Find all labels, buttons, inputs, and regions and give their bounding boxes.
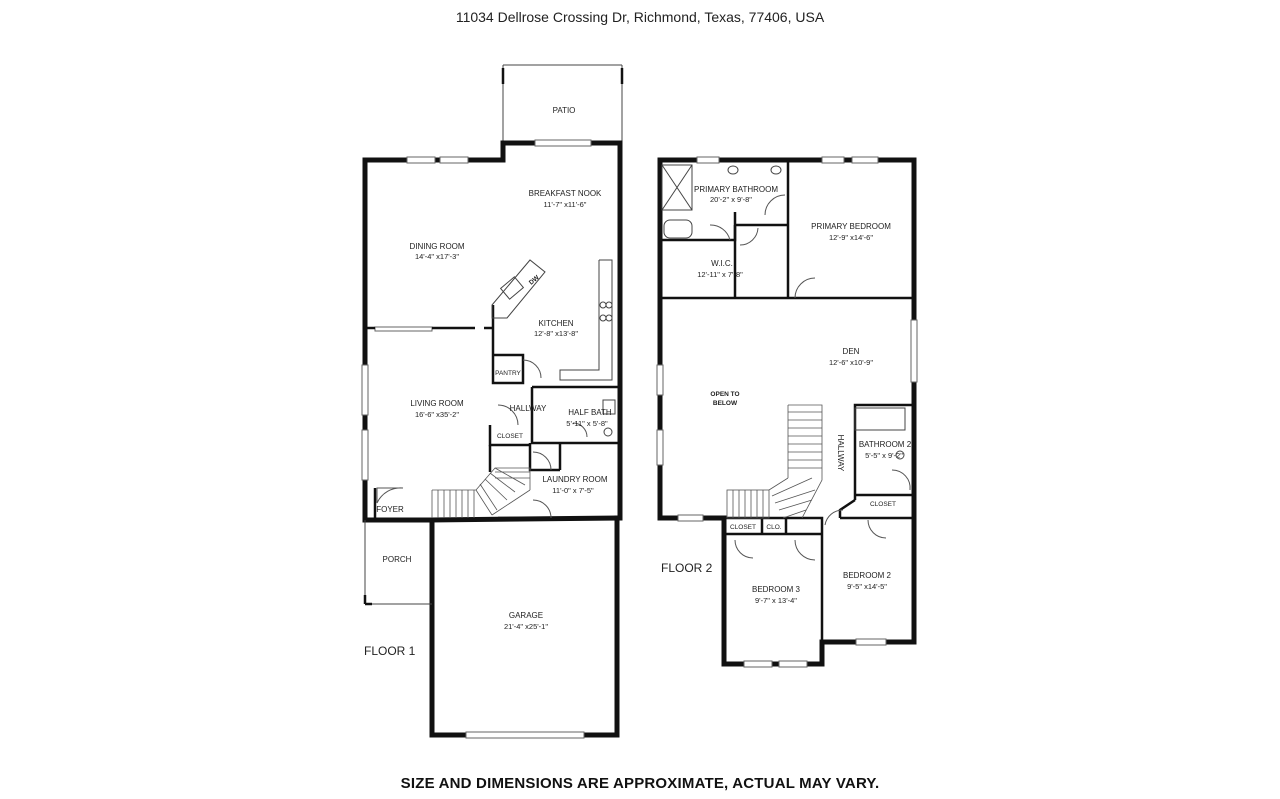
hallway-label: HALLWAY (510, 404, 547, 413)
breakfast-nook-label: BREAKFAST NOOK (529, 189, 602, 198)
bedroom2-dim: 9'-5" x14'-5" (847, 582, 887, 591)
bedroom3-dim: 9'-7" x 13'-4" (755, 596, 797, 605)
floor2-plan: PRIMARY BATHROOM 20'-2" x 9'-8" PRIMARY … (656, 156, 918, 668)
patio-outline (501, 64, 624, 143)
bathroom2-dim: 5'-5" x 9'-2" (865, 451, 903, 460)
primary-bedroom-dim: 12'-9" x14'-6" (829, 233, 873, 242)
laundry-room-label: LAUNDRY ROOM (542, 475, 607, 484)
kitchen-label: KITCHEN (538, 319, 573, 328)
half-bath-fixtures (602, 399, 616, 437)
floor1-label: FLOOR 1 (364, 644, 416, 658)
living-room-label: LIVING ROOM (410, 399, 464, 408)
address-title: 11034 Dellrose Crossing Dr, Richmond, Te… (455, 9, 825, 25)
closet-left-label: CLOSET (730, 524, 756, 531)
floor2-hallway-label: HALLWAY (836, 435, 845, 472)
bedroom3-label: BEDROOM 3 (752, 585, 801, 594)
floor2-doors (709, 194, 911, 561)
primary-bath-fixtures (661, 164, 906, 460)
wic-dim: 12'-11" x 7'-8" (697, 270, 743, 279)
closet-right-label: CLOSET (870, 501, 896, 508)
open-to-below-line2: BELOW (713, 400, 738, 407)
garage-dim: 21'-4" x25'-1" (504, 622, 548, 631)
wic-label: W.I.C. (711, 259, 733, 268)
bathroom2-label: BATHROOM 2 (859, 440, 912, 449)
dining-room-dim: 14'-4" x17'-3" (415, 252, 459, 261)
floor2-windows (656, 156, 918, 668)
pantry-label: PANTRY (495, 370, 521, 377)
laundry-room-dim: 11'-0" x 7'-5" (552, 486, 594, 495)
floor2-stairs (726, 404, 823, 519)
floor1-interior-walls (365, 305, 620, 520)
den-label: DEN (843, 347, 860, 356)
porch-outline (363, 520, 432, 606)
garage-label: GARAGE (509, 611, 543, 620)
kitchen-dim: 12'-8" x13'-8" (534, 329, 578, 338)
closet-label: CLOSET (497, 433, 523, 440)
floor1-windows (361, 139, 592, 739)
den-dim: 12'-6" x10'-9" (829, 358, 873, 367)
foyer-label: FOYER (376, 505, 404, 514)
floor1-doors (376, 359, 588, 519)
floor1-plan: DW (361, 64, 624, 739)
porch-label: PORCH (383, 555, 412, 564)
primary-bathroom-label: PRIMARY BATHROOM (694, 185, 778, 194)
floor2-interior-walls (660, 160, 914, 664)
patio-label: PATIO (553, 106, 576, 115)
dishwasher-label: DW (528, 274, 541, 287)
disclaimer-text: SIZE AND DIMENSIONS ARE APPROXIMATE, ACT… (400, 775, 880, 792)
half-bath-label: HALF BATH (568, 408, 612, 417)
bedroom2-label: BEDROOM 2 (843, 571, 892, 580)
primary-bathroom-dim: 20'-2" x 9'-8" (710, 195, 752, 204)
open-to-below-line1: OPEN TO (710, 391, 739, 398)
primary-bedroom-label: PRIMARY BEDROOM (811, 222, 891, 231)
dining-room-label: DINING ROOM (409, 242, 464, 251)
clo-label: CLO. (766, 524, 781, 531)
living-room-dim: 16'-6" x35'-2" (415, 410, 459, 419)
breakfast-nook-dim: 11'-7" x11'-6" (544, 200, 587, 209)
floor2-label: FLOOR 2 (661, 561, 713, 575)
half-bath-dim: 5'-11" x 5'-8" (566, 419, 608, 428)
floor1-stairs (431, 467, 531, 518)
